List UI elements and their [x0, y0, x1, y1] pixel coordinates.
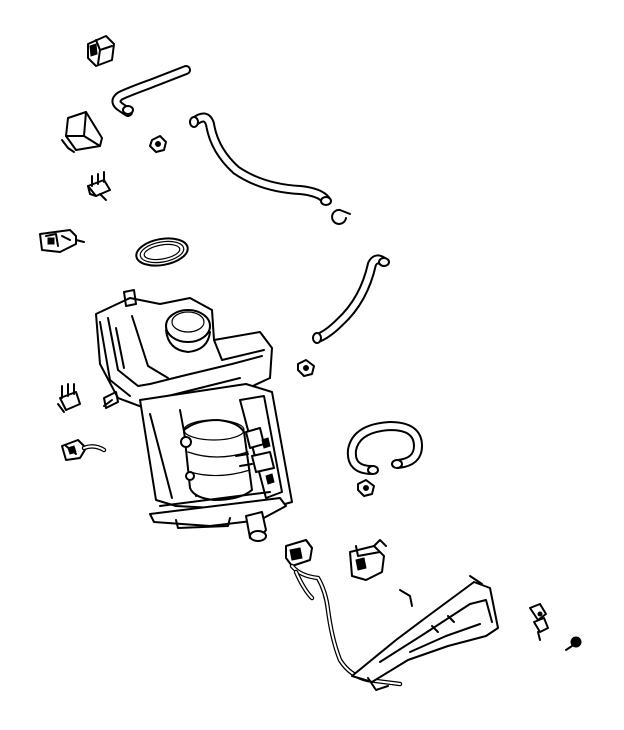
pin-connector-2	[57, 383, 81, 413]
actuator-motor	[349, 539, 387, 581]
sensor-bracket	[61, 111, 103, 153]
wiring-harness-bracket	[289, 563, 499, 691]
o-ring-seal	[135, 237, 189, 267]
harness-connector	[285, 539, 313, 567]
bolt-fastener	[565, 636, 582, 651]
mid-curved-hose	[312, 254, 390, 344]
harness-clip	[39, 229, 85, 253]
pin-connector-1	[87, 171, 111, 201]
grommet-small-3	[357, 479, 375, 497]
small-hose-top	[111, 65, 191, 117]
grommet-small-1	[149, 135, 167, 153]
clip-ring	[331, 208, 351, 225]
grommet-small-2	[297, 359, 315, 377]
evaporator-heater-housing	[95, 289, 293, 542]
loop-hose	[346, 421, 423, 475]
small-wire-connector-right	[529, 603, 549, 641]
long-curved-hose	[189, 112, 332, 206]
wire-plug-left	[61, 439, 107, 461]
connector-top-left	[87, 35, 115, 67]
